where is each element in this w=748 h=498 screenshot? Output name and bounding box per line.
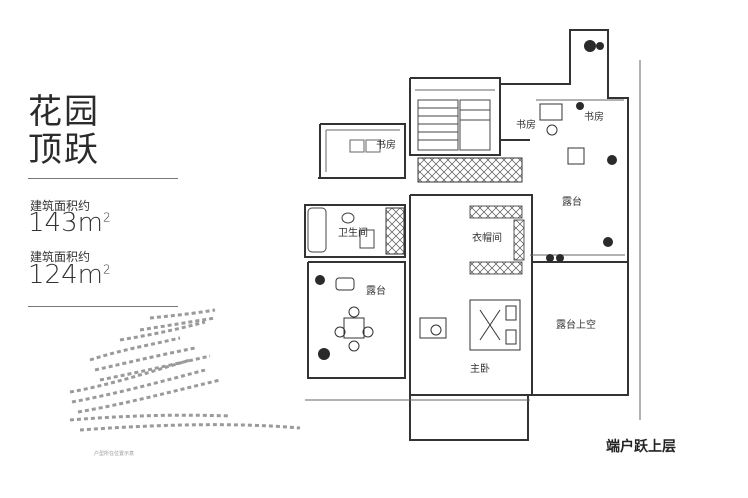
gross-area-label: 建筑面积约 (30, 199, 91, 213)
label-study-right: 书房 (584, 110, 604, 123)
label-terrace-left: 露台 (366, 284, 386, 297)
floor-label: 端户跃上层 (606, 439, 676, 455)
label-terrace-void: 露台上空 (556, 318, 596, 331)
label-cloakroom: 衣帽间 (472, 231, 502, 244)
usable-area-label: 建筑面积约 (30, 250, 91, 264)
bathroom-fixtures (307, 207, 375, 253)
divider-top (28, 178, 178, 179)
hatched-storage-top (417, 157, 523, 183)
title-line-2: 顶跃 (28, 130, 100, 170)
wardrobe-side (513, 219, 525, 261)
furniture (334, 103, 585, 352)
label-study-center: 书房 (516, 118, 536, 131)
wardrobe-bottom (469, 261, 523, 275)
key-plan (69, 308, 301, 432)
gross-area-value: 143m2 (28, 208, 111, 238)
wardrobe-top (469, 205, 523, 219)
label-master-bedroom: 主卧 (470, 362, 490, 375)
label-study-left: 书房 (376, 138, 396, 151)
divider-bottom (28, 306, 178, 307)
label-terrace-right: 露台 (562, 195, 582, 208)
staircase (417, 99, 491, 151)
title-line-1: 花园 (28, 92, 100, 132)
keyplan-caption: 户型所在位置示意 (94, 451, 135, 457)
hatched-storage-bath (385, 207, 405, 255)
plant-icons (315, 40, 617, 360)
label-bathroom: 卫生间 (338, 226, 368, 239)
usable-area-value: 124m2 (28, 260, 111, 290)
bed (469, 299, 521, 351)
outline-lines (305, 60, 641, 420)
walls (304, 29, 629, 441)
